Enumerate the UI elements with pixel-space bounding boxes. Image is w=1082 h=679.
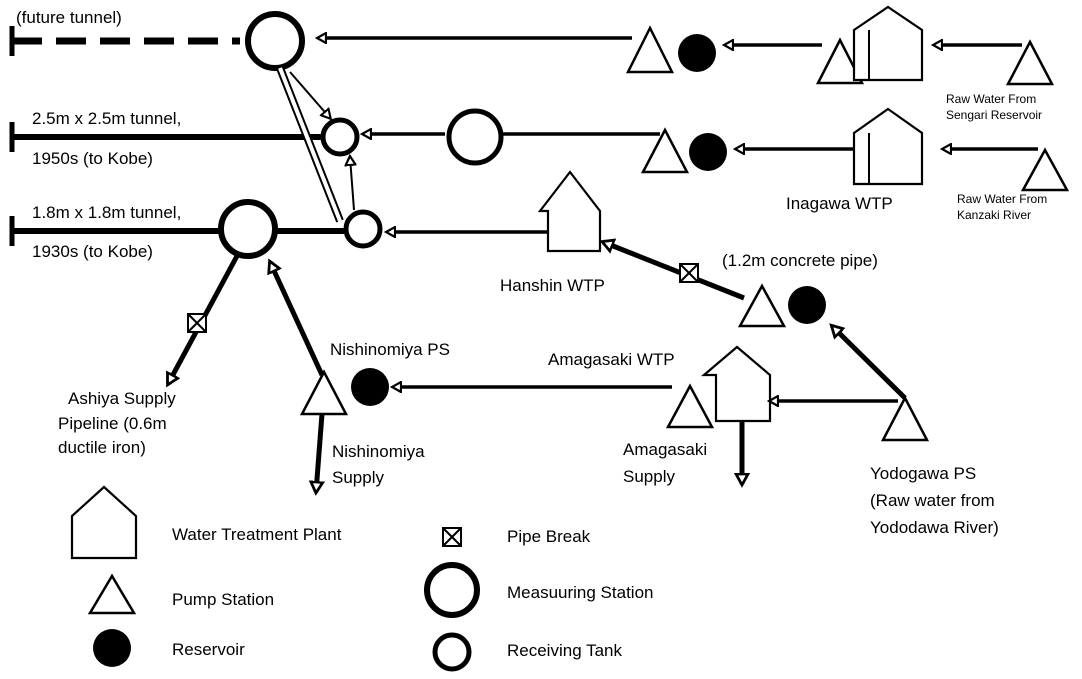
label-tunnel-1930-line2: 1930s (to Kobe) xyxy=(32,242,153,261)
tunnel-1950-line xyxy=(9,122,323,152)
receiving-tank-low xyxy=(343,209,383,249)
legend-receiving-label: Receiving Tank xyxy=(507,641,622,660)
legend-pipe-break-symbol xyxy=(442,527,462,547)
label-yodogawa-line1: Yodogawa PS xyxy=(870,464,976,483)
pump-station-kanzaki xyxy=(1020,147,1070,192)
wtp-top xyxy=(852,5,924,82)
legend-wtp-label: Water Treatment Plant xyxy=(172,525,342,544)
label-nishinomiya-ps: Nishinomiya PS xyxy=(330,340,450,359)
pipe-break-concrete xyxy=(679,263,699,283)
reservoir-top xyxy=(678,34,716,72)
reservoir-nishinomiya xyxy=(351,368,389,406)
label-kanzaki-line2: Kanzaki River xyxy=(957,208,1031,222)
label-kanzaki-line1: Raw Water From xyxy=(957,192,1047,206)
label-nishinomiya-supply-line2: Supply xyxy=(332,468,384,487)
label-hanshin-wtp: Hanshin WTP xyxy=(500,276,605,295)
label-nishinomiya-supply-line1: Nishinomiya xyxy=(332,442,425,461)
hanshin-wtp xyxy=(537,170,602,253)
legend-measuring-symbol xyxy=(424,562,480,618)
label-amagasaki-wtp: Amagasaki WTP xyxy=(548,350,675,369)
label-yodogawa-line3: Yododawa River) xyxy=(870,518,999,537)
label-sengari-line1: Raw Water From xyxy=(946,92,1036,106)
label-yodogawa-line2: (Raw water from xyxy=(870,491,995,510)
pump-station-sengari xyxy=(1005,39,1055,86)
pump-station-yodogawa xyxy=(880,395,930,442)
label-tunnel-1950-line2: 1950s (to Kobe) xyxy=(32,149,153,168)
legend-measuring-label: Measuuring Station xyxy=(507,583,653,602)
legend-wtp-symbol xyxy=(70,485,138,560)
pipe-break-ashiya xyxy=(187,313,207,333)
label-concrete-pipe: (1.2m concrete pipe) xyxy=(722,251,878,270)
pump-station-sengari-left xyxy=(815,37,865,85)
inagawa-wtp xyxy=(852,107,924,186)
future-tunnel-line xyxy=(9,26,240,56)
label-inagawa-wtp: Inagawa WTP xyxy=(786,194,893,213)
label-amagasaki-supply-line2: Supply xyxy=(623,467,675,486)
pipe-concrete-to-hanshin xyxy=(603,242,745,301)
reservoir-hanshin xyxy=(788,286,826,324)
label-amagasaki-supply-line1: Amagasaki xyxy=(623,440,707,459)
label-tunnel-1950-line1: 2.5m x 2.5m tunnel, xyxy=(32,109,181,128)
pipe-yodogawa-to-reservoir xyxy=(832,326,907,400)
label-sengari-line2: Sengari Reservoir xyxy=(946,108,1042,122)
tunnel-1930-line xyxy=(9,216,222,246)
pump-station-amagasaki xyxy=(665,383,715,429)
amagasaki-wtp xyxy=(701,345,772,423)
pump-station-mid xyxy=(640,127,690,174)
pump-station-hanshin xyxy=(737,283,787,328)
label-ashiya-line3: ductile iron) xyxy=(58,438,146,457)
reservoir-mid xyxy=(689,133,727,171)
label-tunnel-1930-line1: 1.8m x 1.8m tunnel, xyxy=(32,203,181,222)
pump-station-top xyxy=(625,25,675,74)
label-ashiya-line1: Ashiya Supply xyxy=(68,389,176,408)
arrow-lower-to-receiving xyxy=(350,157,354,211)
pump-station-nishinomiya xyxy=(299,369,349,416)
legend-pipe-break-label: Pipe Break xyxy=(507,527,591,546)
legend-pump-label: Pump Station xyxy=(172,590,274,609)
arrow-top-to-receiving xyxy=(289,71,330,118)
legend: Water Treatment Plant Pump Station Reser… xyxy=(70,485,653,672)
legend-reservoir-symbol xyxy=(93,629,131,667)
label-future-tunnel: (future tunnel) xyxy=(16,8,122,27)
measuring-station-mid xyxy=(446,108,504,166)
legend-receiving-symbol xyxy=(432,632,472,672)
receiving-tank-mid xyxy=(320,117,360,157)
legend-reservoir-label: Reservoir xyxy=(172,640,245,659)
measuring-station-top xyxy=(245,11,305,71)
pipe-nishinomiya-supply xyxy=(316,413,322,492)
hollow-pipe-top-to-mid-inner xyxy=(278,67,342,222)
pipe-nishinomiya-to-measuring xyxy=(270,262,325,377)
legend-pump-symbol xyxy=(87,573,137,615)
label-ashiya-line2: Pipeline (0.6m xyxy=(58,414,167,433)
measuring-station-low xyxy=(218,199,278,259)
